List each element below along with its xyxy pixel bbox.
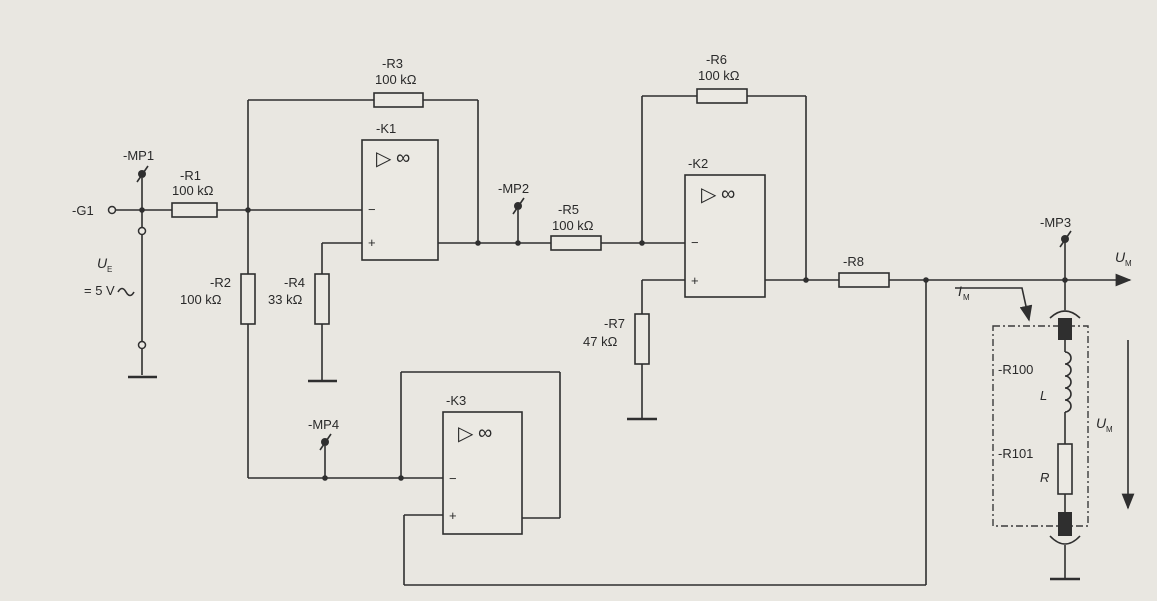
resistor-r8: -R8 (838, 254, 890, 288)
measurement-point-mp1: -MP1 (123, 148, 154, 183)
r2-name: -R2 (210, 275, 231, 290)
k1-name: -K1 (376, 121, 396, 136)
resistance-label: R (1040, 470, 1049, 485)
resistor-r6: -R6 100 kΩ (696, 52, 748, 104)
r7-name: -R7 (604, 316, 625, 331)
load-voltage-sub: M (1106, 425, 1113, 434)
r1-name: -R1 (180, 168, 201, 183)
k2-minus: − (691, 235, 699, 250)
k3-triangle-icon: ▷ (458, 423, 474, 445)
r8-name: -R8 (843, 254, 864, 269)
output-voltage-sub: M (1125, 259, 1132, 268)
inductance-label: L (1040, 388, 1047, 403)
mp4-label: -MP4 (308, 417, 339, 432)
k3-minus: − (449, 471, 457, 486)
r6-name: -R6 (706, 52, 727, 67)
r6-value: 100 kΩ (698, 68, 740, 83)
load-voltage-symbol: U (1096, 415, 1107, 431)
k2-plus: + (691, 273, 699, 288)
output-voltage-symbol: U (1115, 249, 1126, 265)
r3-name: -R3 (382, 56, 403, 71)
measurement-point-mp4: -MP4 (308, 417, 339, 451)
k3-plus: + (449, 508, 457, 523)
k2-gain: ∞ (721, 183, 735, 205)
r7-value: 47 kΩ (583, 334, 618, 349)
wires (115, 95, 1132, 586)
resistor-r3: -R3 100 kΩ (373, 56, 424, 108)
source-voltage-value: = 5 V (84, 283, 115, 298)
source-label: -G1 (72, 203, 94, 218)
r1-value: 100 kΩ (172, 183, 214, 198)
r100-name: -R100 (998, 362, 1033, 377)
k1-gain: ∞ (396, 147, 410, 169)
source-g1: -G1 U E = 5 V (72, 203, 147, 350)
opamp-k3: -K3 ▷ ∞ − + (442, 393, 523, 535)
current-label: I M (955, 283, 1033, 322)
r101-name: -R101 (998, 446, 1033, 461)
r4-value: 33 kΩ (268, 292, 303, 307)
mp1-label: -MP1 (123, 148, 154, 163)
measurement-point-mp3: -MP3 (1040, 215, 1072, 248)
load-boundary (992, 325, 1089, 527)
source-voltage-sub: E (107, 265, 112, 274)
r5-name: -R5 (558, 202, 579, 217)
opamp-k2: -K2 ▷ ∞ − + (684, 156, 766, 298)
k1-plus: + (368, 235, 376, 250)
ac-wave-icon (117, 287, 135, 297)
mp2-label: -MP2 (498, 181, 529, 196)
r4-name: -R4 (284, 275, 305, 290)
measurement-point-mp2: -MP2 (498, 181, 529, 215)
current-symbol: I (958, 283, 962, 299)
r3-value: 100 kΩ (375, 72, 417, 87)
connector-top-icon (1049, 310, 1081, 319)
mp3-label: -MP3 (1040, 215, 1071, 230)
current-sub: M (963, 293, 970, 302)
resistor-r2: -R2 100 kΩ (180, 273, 256, 325)
resistor-r1: -R1 100 kΩ (171, 168, 218, 218)
resistor-r4: -R4 33 kΩ (268, 273, 330, 325)
k2-name: -K2 (688, 156, 708, 171)
ground-symbols (128, 375, 1080, 581)
connector-bottom-icon (1049, 535, 1081, 545)
k2-triangle-icon: ▷ (701, 184, 717, 206)
k3-gain: ∞ (478, 422, 492, 444)
r5-value: 100 kΩ (552, 218, 594, 233)
output-voltage-label: U M (1115, 249, 1132, 268)
k1-triangle-icon: ▷ (376, 148, 392, 170)
k3-name: -K3 (446, 393, 466, 408)
r2-value: 100 kΩ (180, 292, 222, 307)
junctions (139, 207, 1068, 481)
resistor-r5: -R5 100 kΩ (550, 202, 602, 251)
load-voltage-label: U M (1096, 340, 1135, 510)
k1-minus: − (368, 202, 376, 217)
opamp-k1: -K1 ▷ ∞ − + (361, 121, 439, 261)
current-arrow-icon (955, 287, 1033, 322)
source-voltage-symbol: U (97, 255, 108, 271)
resistor-r7: -R7 47 kΩ (583, 313, 650, 365)
load-assembly: -R100 L -R101 R (992, 310, 1089, 545)
inductor-icon (1064, 351, 1072, 413)
